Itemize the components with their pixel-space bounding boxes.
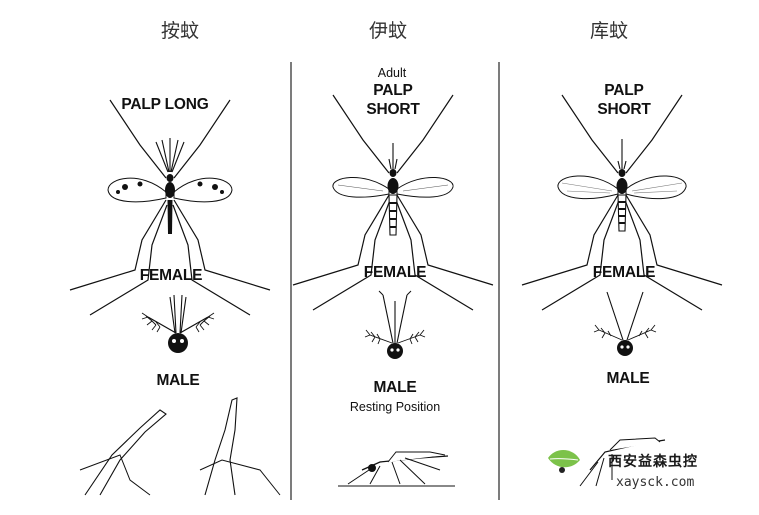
aedes-female-figure: [292, 94, 494, 311]
watermark-url: xaysck.com: [616, 475, 695, 490]
female-label-aedes: FEMALE: [363, 264, 427, 281]
anopheles-resting-figures: [79, 397, 281, 496]
palp-label-aedes: PALP: [373, 82, 413, 99]
palp-short-label-culex: SHORT: [597, 101, 651, 118]
anopheles-female-figure: [69, 99, 271, 316]
resting-position-label: Resting Position: [349, 400, 441, 414]
culex-male-head: [593, 291, 657, 356]
adult-label: Adult: [377, 66, 407, 80]
genus-title-anopheles: 按蚊: [160, 20, 200, 42]
female-label-culex: FEMALE: [592, 264, 656, 281]
culex-resting-figure: [579, 437, 666, 487]
male-label-aedes: MALE: [373, 379, 417, 396]
anopheles-male-head: [141, 294, 215, 353]
palp-long-label: PALP LONG: [121, 96, 209, 113]
palp-label-culex: PALP: [604, 82, 644, 99]
palp-short-label-aedes: SHORT: [366, 101, 420, 118]
genus-title-aedes: 伊蚊: [368, 20, 408, 42]
male-label-culex: MALE: [606, 370, 650, 387]
aedes-male-head: [364, 290, 426, 359]
aedes-resting-figure: [338, 451, 455, 487]
genus-title-culex: 库蚊: [589, 20, 629, 42]
watermark-name: 西安益森虫控: [608, 454, 698, 470]
male-label-anopheles: MALE: [156, 372, 200, 389]
culex-female-figure: [521, 94, 723, 311]
watermark-leaf-logo: [548, 449, 580, 473]
female-label-anopheles: FEMALE: [139, 267, 203, 284]
